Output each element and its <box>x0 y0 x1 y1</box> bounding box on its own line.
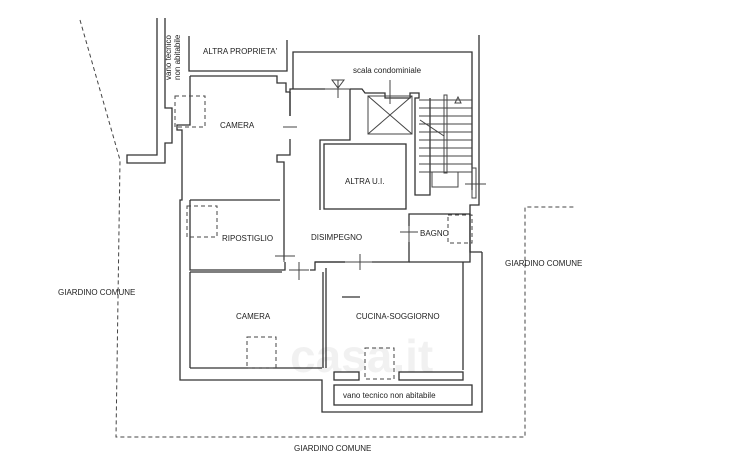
label-ripostiglio: RIPOSTIGLIO <box>222 234 273 243</box>
garden-boundary-left <box>79 19 576 438</box>
wall-disimpegno-bottom <box>310 261 345 271</box>
window-camera-bottom <box>246 336 277 369</box>
wall-corridor <box>350 88 431 196</box>
label-camera-bottom: CAMERA <box>236 312 271 321</box>
wall-outer-left <box>176 76 483 413</box>
wall-altra-ui-outer <box>319 89 351 210</box>
window-bagno <box>447 214 473 244</box>
wall-stairwell <box>292 51 473 190</box>
label-bagno: BAGNO <box>420 229 449 238</box>
label-camera-top: CAMERA <box>220 121 255 130</box>
lift-cross-2 <box>367 95 413 135</box>
wall-cucina-top-2 <box>372 242 410 263</box>
wall-altra-ui <box>323 143 407 210</box>
label-giardino-bottom: GIARDINO COMUNE <box>294 444 371 453</box>
vano-tecnico-bottom <box>333 384 473 406</box>
window-cucina <box>364 347 395 380</box>
wall-altra-proprieta <box>188 36 288 72</box>
label-vano-tecnico-left-1: vano tecnico <box>164 35 173 80</box>
label-vano-tecnico-left-2: non abitabile <box>173 34 182 80</box>
wall-ripostiglio <box>189 200 286 271</box>
wall-bagno <box>408 213 471 263</box>
label-giardino-left: GIARDINO COMUNE <box>58 288 135 297</box>
wall-camera-divider-2 <box>276 139 291 260</box>
label-scala-condominiale: scala condominiale <box>353 66 422 75</box>
window-camera-top <box>174 95 206 128</box>
ledge-1 <box>333 371 360 381</box>
ledge-2 <box>398 371 464 381</box>
label-giardino-right: GIARDINO COMUNE <box>505 259 582 268</box>
label-disimpegno: DISIMPEGNO <box>311 233 362 242</box>
wall-vano-tecnico-left <box>126 18 173 164</box>
window-ripostiglio <box>186 205 218 238</box>
label-vano-tecnico-bottom: vano tecnico non abitabile <box>343 391 436 400</box>
watermark-logo: casa.it <box>290 330 433 382</box>
door-marks <box>275 79 486 280</box>
label-cucina-soggiorno: CUCINA-SOGGIORNO <box>356 312 440 321</box>
wall-outer <box>190 75 325 93</box>
stairs <box>419 94 472 188</box>
label-altra-proprieta: ALTRA PROPRIETA' <box>203 47 278 56</box>
label-altra-ui: ALTRA U.I. <box>345 177 384 186</box>
wall-outer-right <box>469 35 482 253</box>
